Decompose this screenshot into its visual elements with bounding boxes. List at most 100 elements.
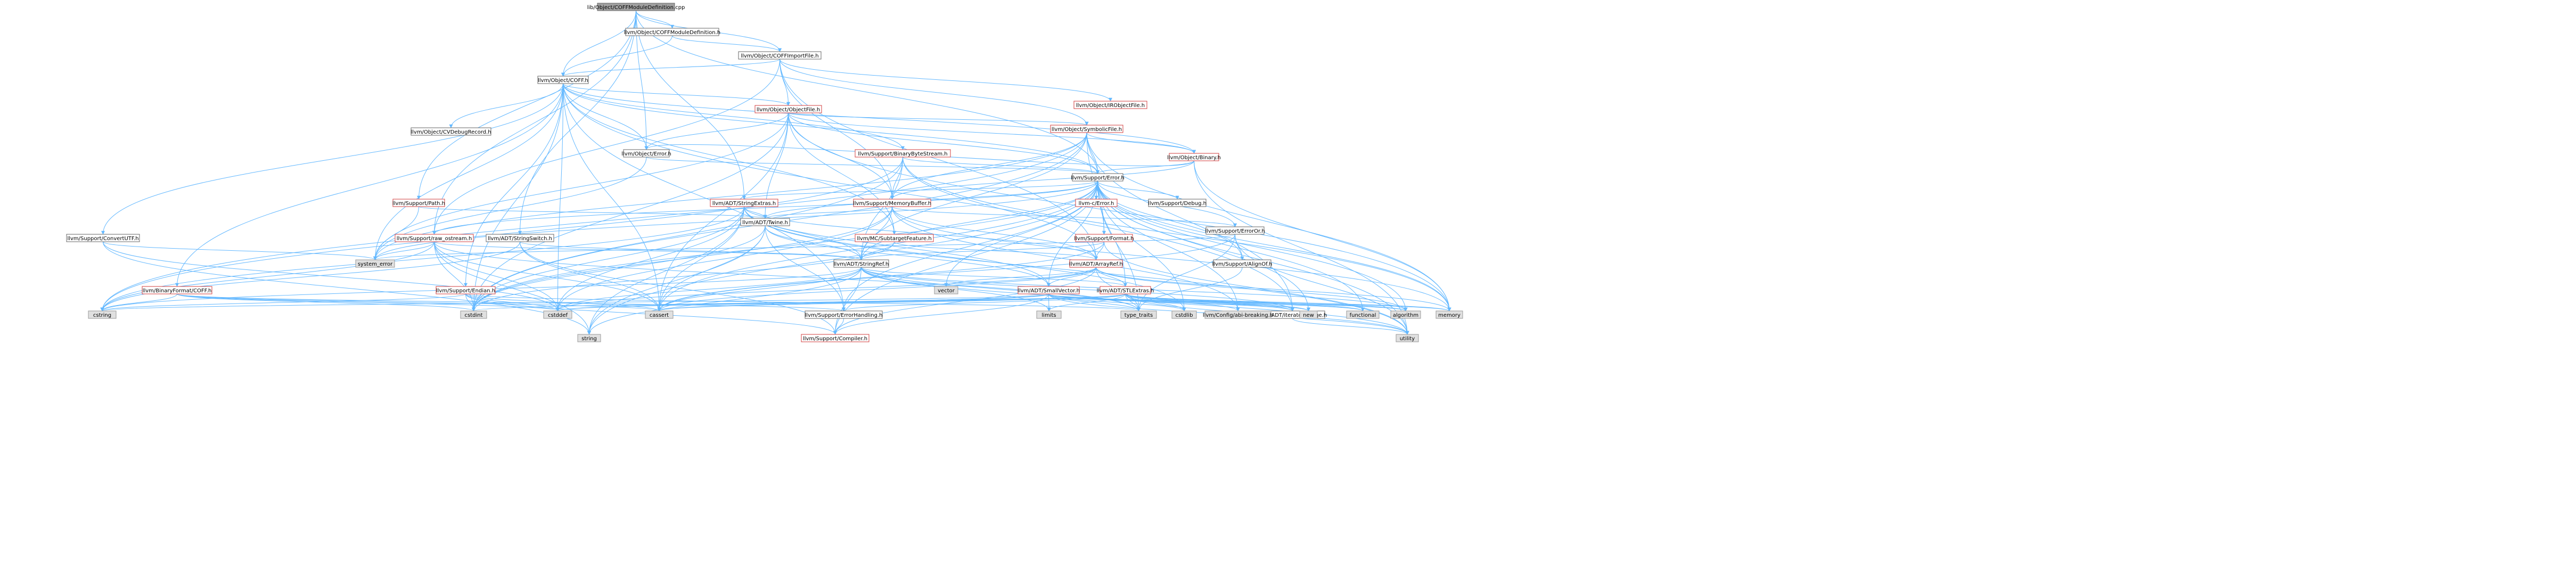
node-label: llvm/Support/ErrorHandling.h [805,313,883,318]
node-box [395,234,474,242]
node-alignof[interactable]: llvm/Support/AlignOf.h [1212,259,1273,268]
edge-line [788,112,1196,154]
edge-line [861,267,1127,287]
node-functional: functional [1346,310,1380,319]
node-label: llvm/ADT/iterator_range.h [1258,313,1327,318]
node-box [1204,310,1271,319]
node-bincoff[interactable]: llvm/BinaryFormat/COFF.h [142,286,212,294]
node-convutf[interactable]: llvm/Support/ConvertUTF.h [66,234,140,242]
node-twine[interactable]: llvm/ADT/Twine.h [740,218,790,226]
edge-binary-to-utility [1194,160,1409,335]
node-compiler[interactable]: llvm/Support/Compiler.h [801,334,869,342]
edge-line [657,225,766,311]
node-smallvector[interactable]: llvm/ADT/SmallVector.h [1018,286,1080,294]
edge-line [1096,160,1194,174]
edge-binbytestream-to-stringref [859,157,903,260]
node-symfile[interactable]: llvm/Object/SymbolicFile.h [1050,125,1123,133]
edge-membuf-to-memory [892,206,1451,311]
edge-line [780,59,790,106]
node-endian[interactable]: llvm/Support/Endian.h [436,286,496,294]
edge-line [1086,132,1451,311]
node-erroror[interactable]: llvm/Support/ErrorOr.h [1205,226,1265,235]
node-label: llvm/Support/AlignOf.h [1212,261,1273,267]
node-stringextras[interactable]: llvm/ADT/StringExtras.h [710,199,778,207]
edge-line [472,83,563,311]
node-label: llvm/Object/ObjectFile.h [757,107,820,113]
edge-line [859,206,892,260]
edge-line [175,83,563,287]
node-box [1073,101,1147,109]
node-box [486,234,554,242]
node-box [142,286,212,294]
node-label: llvm/Support/Path.h [392,201,445,207]
edge-root-to-stringextras [636,10,746,200]
edge-coff-to-objerror [563,83,649,150]
edge-line [1086,132,1294,311]
edge-line [788,112,896,235]
node-root[interactable]: lib/Object/COFFModuleDefinition.cpp [587,3,685,11]
edge-line [672,35,782,52]
node-stlextras[interactable]: llvm/ADT/STLExtras.h [1097,286,1154,294]
node-box [1171,310,1197,319]
edge-twine-to-stringref [765,225,863,260]
edge-root-to-rawostream [432,10,636,235]
node-label: llvm/ADT/ArrayRef.h [1069,261,1123,267]
edge-symfile-to-cstring [100,132,1087,311]
node-binary[interactable]: llvm/Object/Binary.h [1167,153,1221,161]
edge-membuf-to-twine [763,206,892,219]
node-format[interactable]: llvm/Support/Format.h [1074,234,1134,242]
node-coffmoddef[interactable]: llvm/Object/COFFModuleDefinition.h [624,28,720,36]
node-label: llvm/Object/SymbolicFile.h [1052,127,1122,133]
edge-twine-to-errhandling [765,225,846,311]
node-subtarget[interactable]: llvm/MC/SubtargetFeature.h [855,234,934,242]
node-objerror[interactable]: llvm/Object/Error.h [621,149,671,158]
node-coffimport[interactable]: llvm/Object/COFFImportFile.h [738,51,822,60]
edge-alignof-to-type_traits [1137,267,1243,311]
edge-line [556,83,563,311]
edge-line [472,293,1126,311]
node-membuf[interactable]: llvm/Support/MemoryBuffer.h [853,199,931,207]
node-label: llvm/Object/CVDebugRecord.h [411,129,491,135]
node-arrayref[interactable]: llvm/ADT/ArrayRef.h [1069,259,1123,268]
node-limits: limits [1036,310,1062,319]
node-box [740,218,790,226]
edge-line [859,241,1104,260]
node-path[interactable]: llvm/Support/Path.h [392,199,445,207]
node-objfile[interactable]: llvm/Object/ObjectFile.h [754,105,822,113]
edge-coff-to-binbytestream [563,83,905,150]
node-error[interactable]: llvm/Support/Error.h [1071,173,1125,182]
node-binbytestream[interactable]: llvm/Support/BinaryByteStream.h [855,149,951,158]
node-cerror[interactable]: llvm-c/Error.h [1075,199,1118,207]
edge-error-to-cstdint [472,181,1098,311]
edge-root-to-coffmoddef [636,10,674,29]
edge-objerror-to-error [646,157,1100,174]
node-cvdebug[interactable]: llvm/Object/CVDebugRecord.h [411,127,491,136]
node-vector: vector [934,286,958,294]
node-box [833,259,889,268]
node-label: llvm/ADT/StringSwitch.h [488,236,552,242]
edge-stringswitch-to-cstring [100,241,520,311]
edge-membuf-to-erroror [892,206,1237,227]
edge-line [833,293,1049,335]
node-box [855,149,951,158]
edge-path-to-sys_error [373,206,419,260]
node-stringref[interactable]: llvm/ADT/StringRef.h [833,259,889,268]
node-box [853,199,931,207]
edge-line [1097,181,1451,311]
edge-line [563,83,905,150]
edge-line [1292,318,1409,335]
node-stringswitch[interactable]: llvm/ADT/StringSwitch.h [486,234,554,242]
edge-line [1235,234,1409,335]
node-label: llvm/Support/ErrorOr.h [1205,228,1265,234]
edge-coffimport-to-coff [561,59,780,77]
node-debug[interactable]: llvm/Support/Debug.h [1148,199,1207,207]
node-errhandling[interactable]: llvm/Support/ErrorHandling.h [805,310,883,319]
node-label: llvm/Support/Endian.h [436,288,495,294]
edge-line [432,59,780,235]
edge-rawostream-to-cstddef [434,241,560,311]
node-irobj[interactable]: llvm/Object/IRObjectFile.h [1073,101,1147,109]
node-rawostream[interactable]: llvm/Support/raw_ostream.h [395,234,474,242]
node-box [537,76,589,84]
node-label: llvm/Support/Compiler.h [803,336,867,342]
node-coff[interactable]: llvm/Object/COFF.h [537,76,589,84]
